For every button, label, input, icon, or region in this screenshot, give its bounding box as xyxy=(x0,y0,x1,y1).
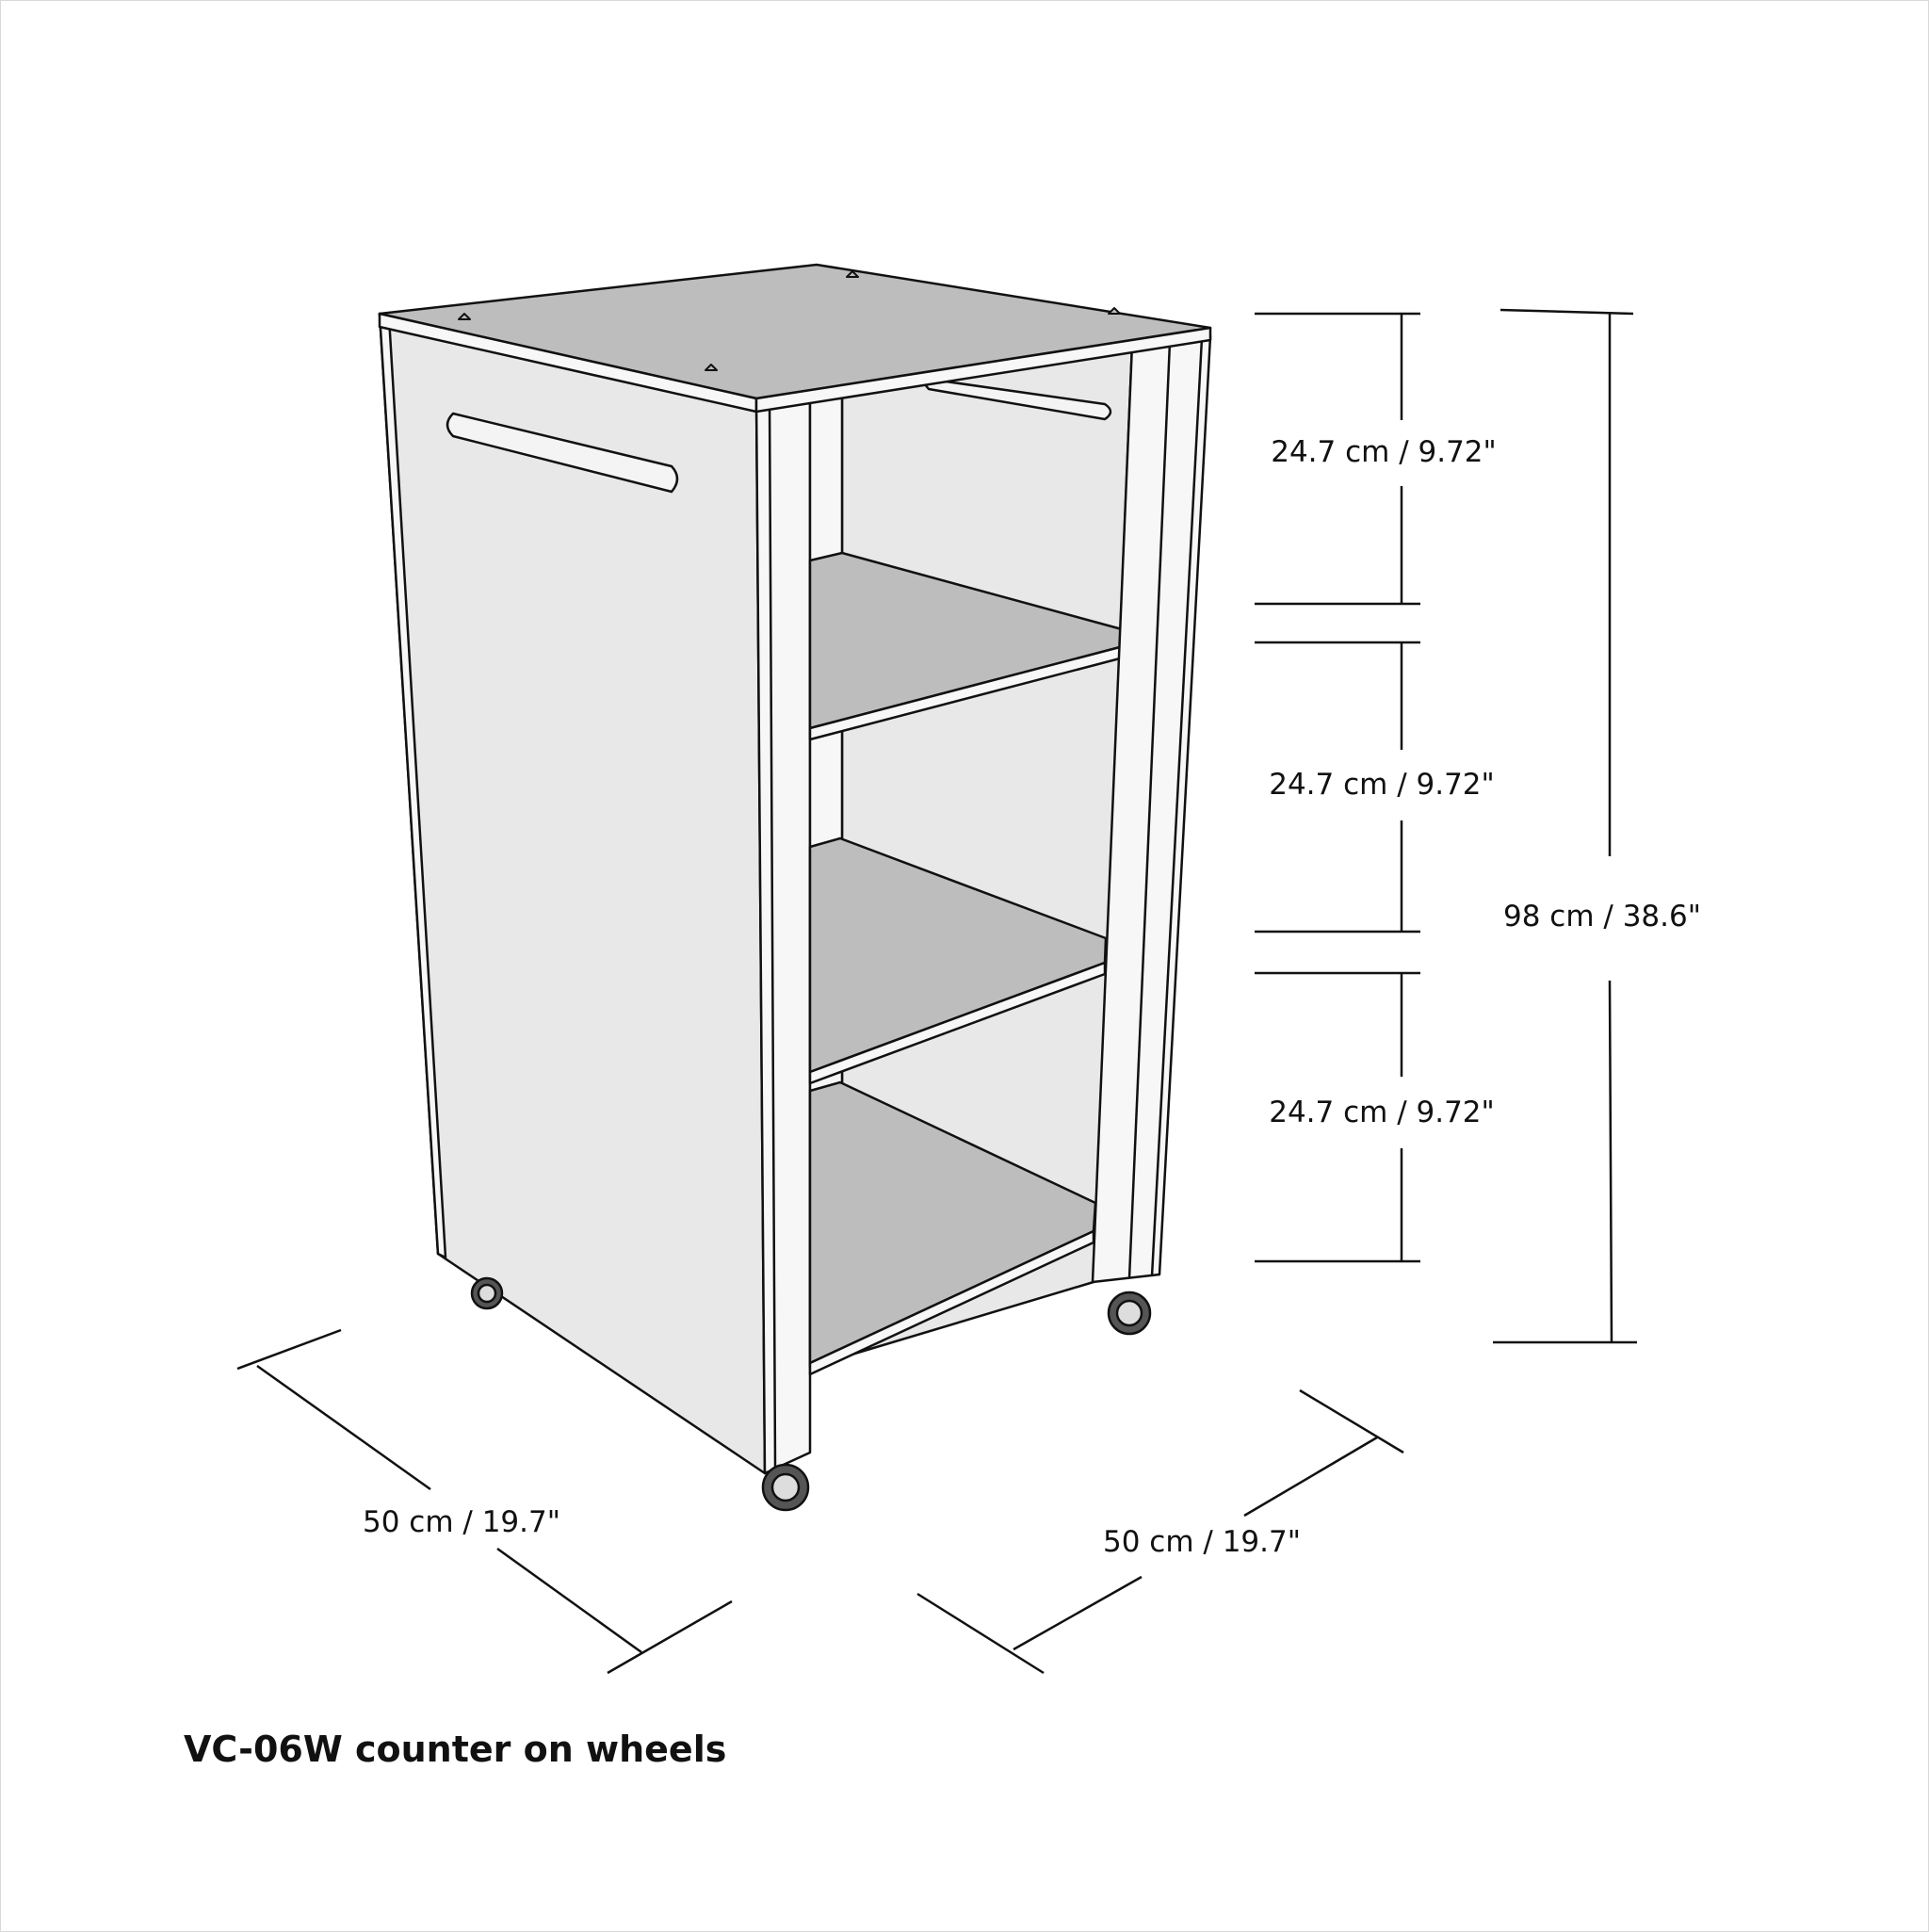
caster-wheels xyxy=(470,1276,1152,1512)
total-height-label: 98 cm / 38.6" xyxy=(1503,900,1701,934)
shelf-gap-3-label: 24.7 cm / 9.72" xyxy=(1269,1096,1495,1129)
shelf-gap-1-label: 24.7 cm / 9.72" xyxy=(1271,435,1497,469)
back-handle xyxy=(917,376,1112,421)
dimension-lines xyxy=(236,308,1637,1675)
shelf-2 xyxy=(808,836,1108,1074)
width-label: 50 cm / 19.7" xyxy=(1103,1525,1301,1559)
depth-label: 50 cm / 19.7" xyxy=(363,1505,560,1539)
handle-slot xyxy=(446,412,679,494)
product-title: VC-06W counter on wheels xyxy=(184,1729,727,1770)
front-post xyxy=(754,389,812,1475)
cabinet xyxy=(378,263,1212,1512)
shelf-gap-2-label: 24.7 cm / 9.72" xyxy=(1269,768,1495,802)
left-side-panel xyxy=(378,312,767,1475)
